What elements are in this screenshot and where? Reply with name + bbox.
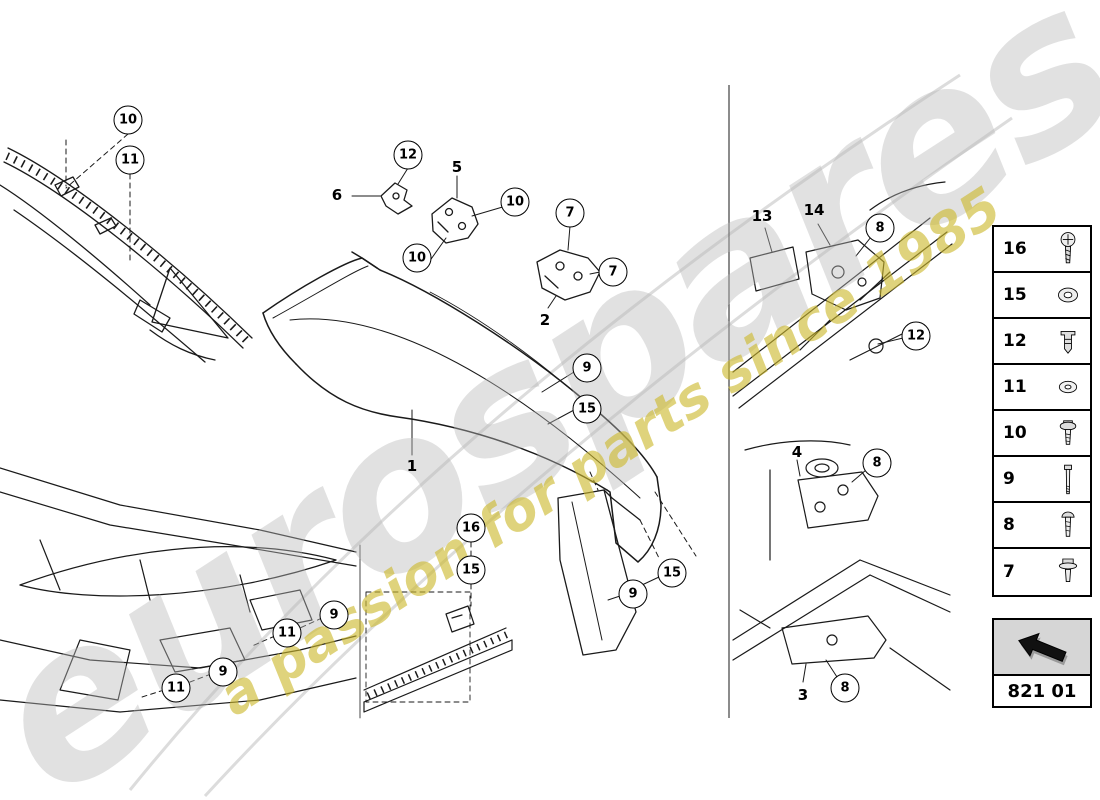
callout-16: 16 bbox=[456, 513, 486, 543]
flat-washer-icon bbox=[1058, 380, 1078, 394]
callout-12: 12 bbox=[901, 321, 931, 351]
pan-head-screw-icon bbox=[1061, 511, 1075, 537]
callout-7: 7 bbox=[598, 257, 628, 287]
callout-15: 15 bbox=[572, 394, 602, 424]
legend-row-16: 16 bbox=[994, 227, 1090, 273]
callout-15: 15 bbox=[657, 558, 687, 588]
legend-number: 9 bbox=[1003, 469, 1015, 489]
part-label-6: 6 bbox=[331, 186, 343, 204]
legend-row-15: 15 bbox=[994, 273, 1090, 319]
callout-10: 10 bbox=[402, 243, 432, 273]
callout-10: 10 bbox=[500, 187, 530, 217]
back-arrow-area bbox=[994, 620, 1090, 674]
legend-row-9: 9 bbox=[994, 457, 1090, 503]
part-code-box: 821 01 bbox=[992, 618, 1092, 708]
legend-row-7: 7 bbox=[994, 549, 1090, 595]
callout-15: 15 bbox=[456, 555, 486, 585]
part-label-2: 2 bbox=[539, 311, 551, 329]
callout-11: 11 bbox=[115, 145, 145, 175]
washer-icon bbox=[1058, 287, 1078, 303]
callout-11: 11 bbox=[272, 618, 302, 648]
callout-9: 9 bbox=[208, 657, 238, 687]
legend-row-11: 11 bbox=[994, 365, 1090, 411]
part-label-14: 14 bbox=[803, 201, 825, 219]
part-label-1: 1 bbox=[406, 457, 418, 475]
part-label-4: 4 bbox=[791, 443, 803, 461]
rivet-icon bbox=[1060, 331, 1076, 354]
legend-row-8: 8 bbox=[994, 503, 1090, 549]
callout-12: 12 bbox=[393, 140, 423, 170]
callout-9: 9 bbox=[319, 600, 349, 630]
legend-row-12: 12 bbox=[994, 319, 1090, 365]
callout-8: 8 bbox=[865, 213, 895, 243]
callout-9: 9 bbox=[572, 353, 602, 383]
hex-bolt-icon bbox=[1058, 558, 1078, 582]
legend-number: 11 bbox=[1003, 377, 1027, 397]
legend-number: 12 bbox=[1003, 331, 1027, 351]
callout-10: 10 bbox=[113, 105, 143, 135]
callout-8: 8 bbox=[830, 673, 860, 703]
part-label-3: 3 bbox=[797, 686, 809, 704]
part-label-13: 13 bbox=[751, 207, 773, 225]
legend-number: 15 bbox=[1003, 285, 1027, 305]
long-bolt-icon bbox=[1064, 464, 1072, 495]
legend-number: 16 bbox=[1003, 239, 1027, 259]
callout-11: 11 bbox=[161, 673, 191, 703]
callout-7: 7 bbox=[555, 198, 585, 228]
legend-number: 8 bbox=[1003, 515, 1015, 535]
fasteners-legend: 16 15 12 11 bbox=[992, 225, 1092, 597]
flange-bolt-icon bbox=[1059, 420, 1077, 445]
phillips-screw-icon bbox=[1060, 232, 1076, 264]
legend-row-10: 10 bbox=[994, 411, 1090, 457]
legend-number: 7 bbox=[1003, 562, 1015, 582]
part-label-5: 5 bbox=[451, 158, 463, 176]
part-code: 821 01 bbox=[994, 674, 1090, 706]
back-arrow-icon bbox=[1018, 632, 1068, 666]
callout-9: 9 bbox=[618, 579, 648, 609]
legend-number: 10 bbox=[1003, 423, 1027, 443]
callout-8: 8 bbox=[862, 448, 892, 478]
